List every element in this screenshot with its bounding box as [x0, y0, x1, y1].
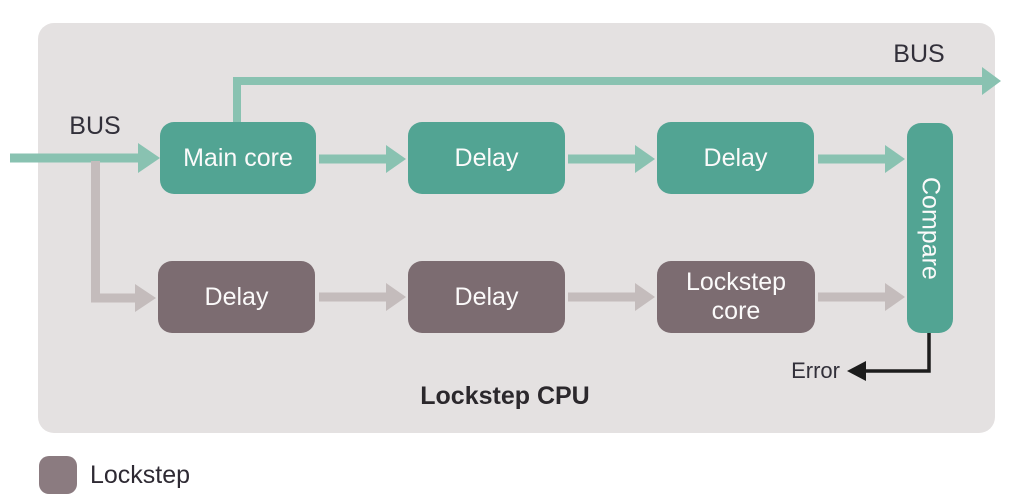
cpu-panel [38, 23, 995, 433]
block-delay-bottom-2-label: Delay [454, 282, 519, 311]
legend-lockstep-label: Lockstep [90, 460, 191, 489]
diagram-title: Lockstep CPU [420, 382, 590, 410]
block-lockstep-core-label: Lockstep core [685, 268, 787, 325]
block-delay-top-1-label: Delay [454, 143, 519, 172]
block-lockstep-core: Lockstep core [657, 261, 815, 333]
error-label: Error [791, 358, 840, 383]
block-delay-top-2: Delay [657, 122, 814, 194]
block-delay-bottom-1-label: Delay [204, 282, 269, 311]
block-delay-bottom-2: Delay [408, 261, 565, 333]
legend: Lockstep [39, 456, 190, 494]
block-main-core-label: Main core [183, 143, 293, 172]
block-compare: Compare [907, 123, 953, 333]
block-main-core: Main core [160, 122, 316, 194]
block-delay-bottom-1: Delay [158, 261, 315, 333]
legend-lockstep-swatch [39, 456, 77, 494]
block-delay-top-2-label: Delay [703, 143, 768, 172]
bus-out-label: BUS [893, 40, 945, 68]
block-compare-label: Compare [916, 176, 945, 280]
bus-in-label: BUS [69, 112, 121, 140]
block-delay-top-1: Delay [408, 122, 565, 194]
